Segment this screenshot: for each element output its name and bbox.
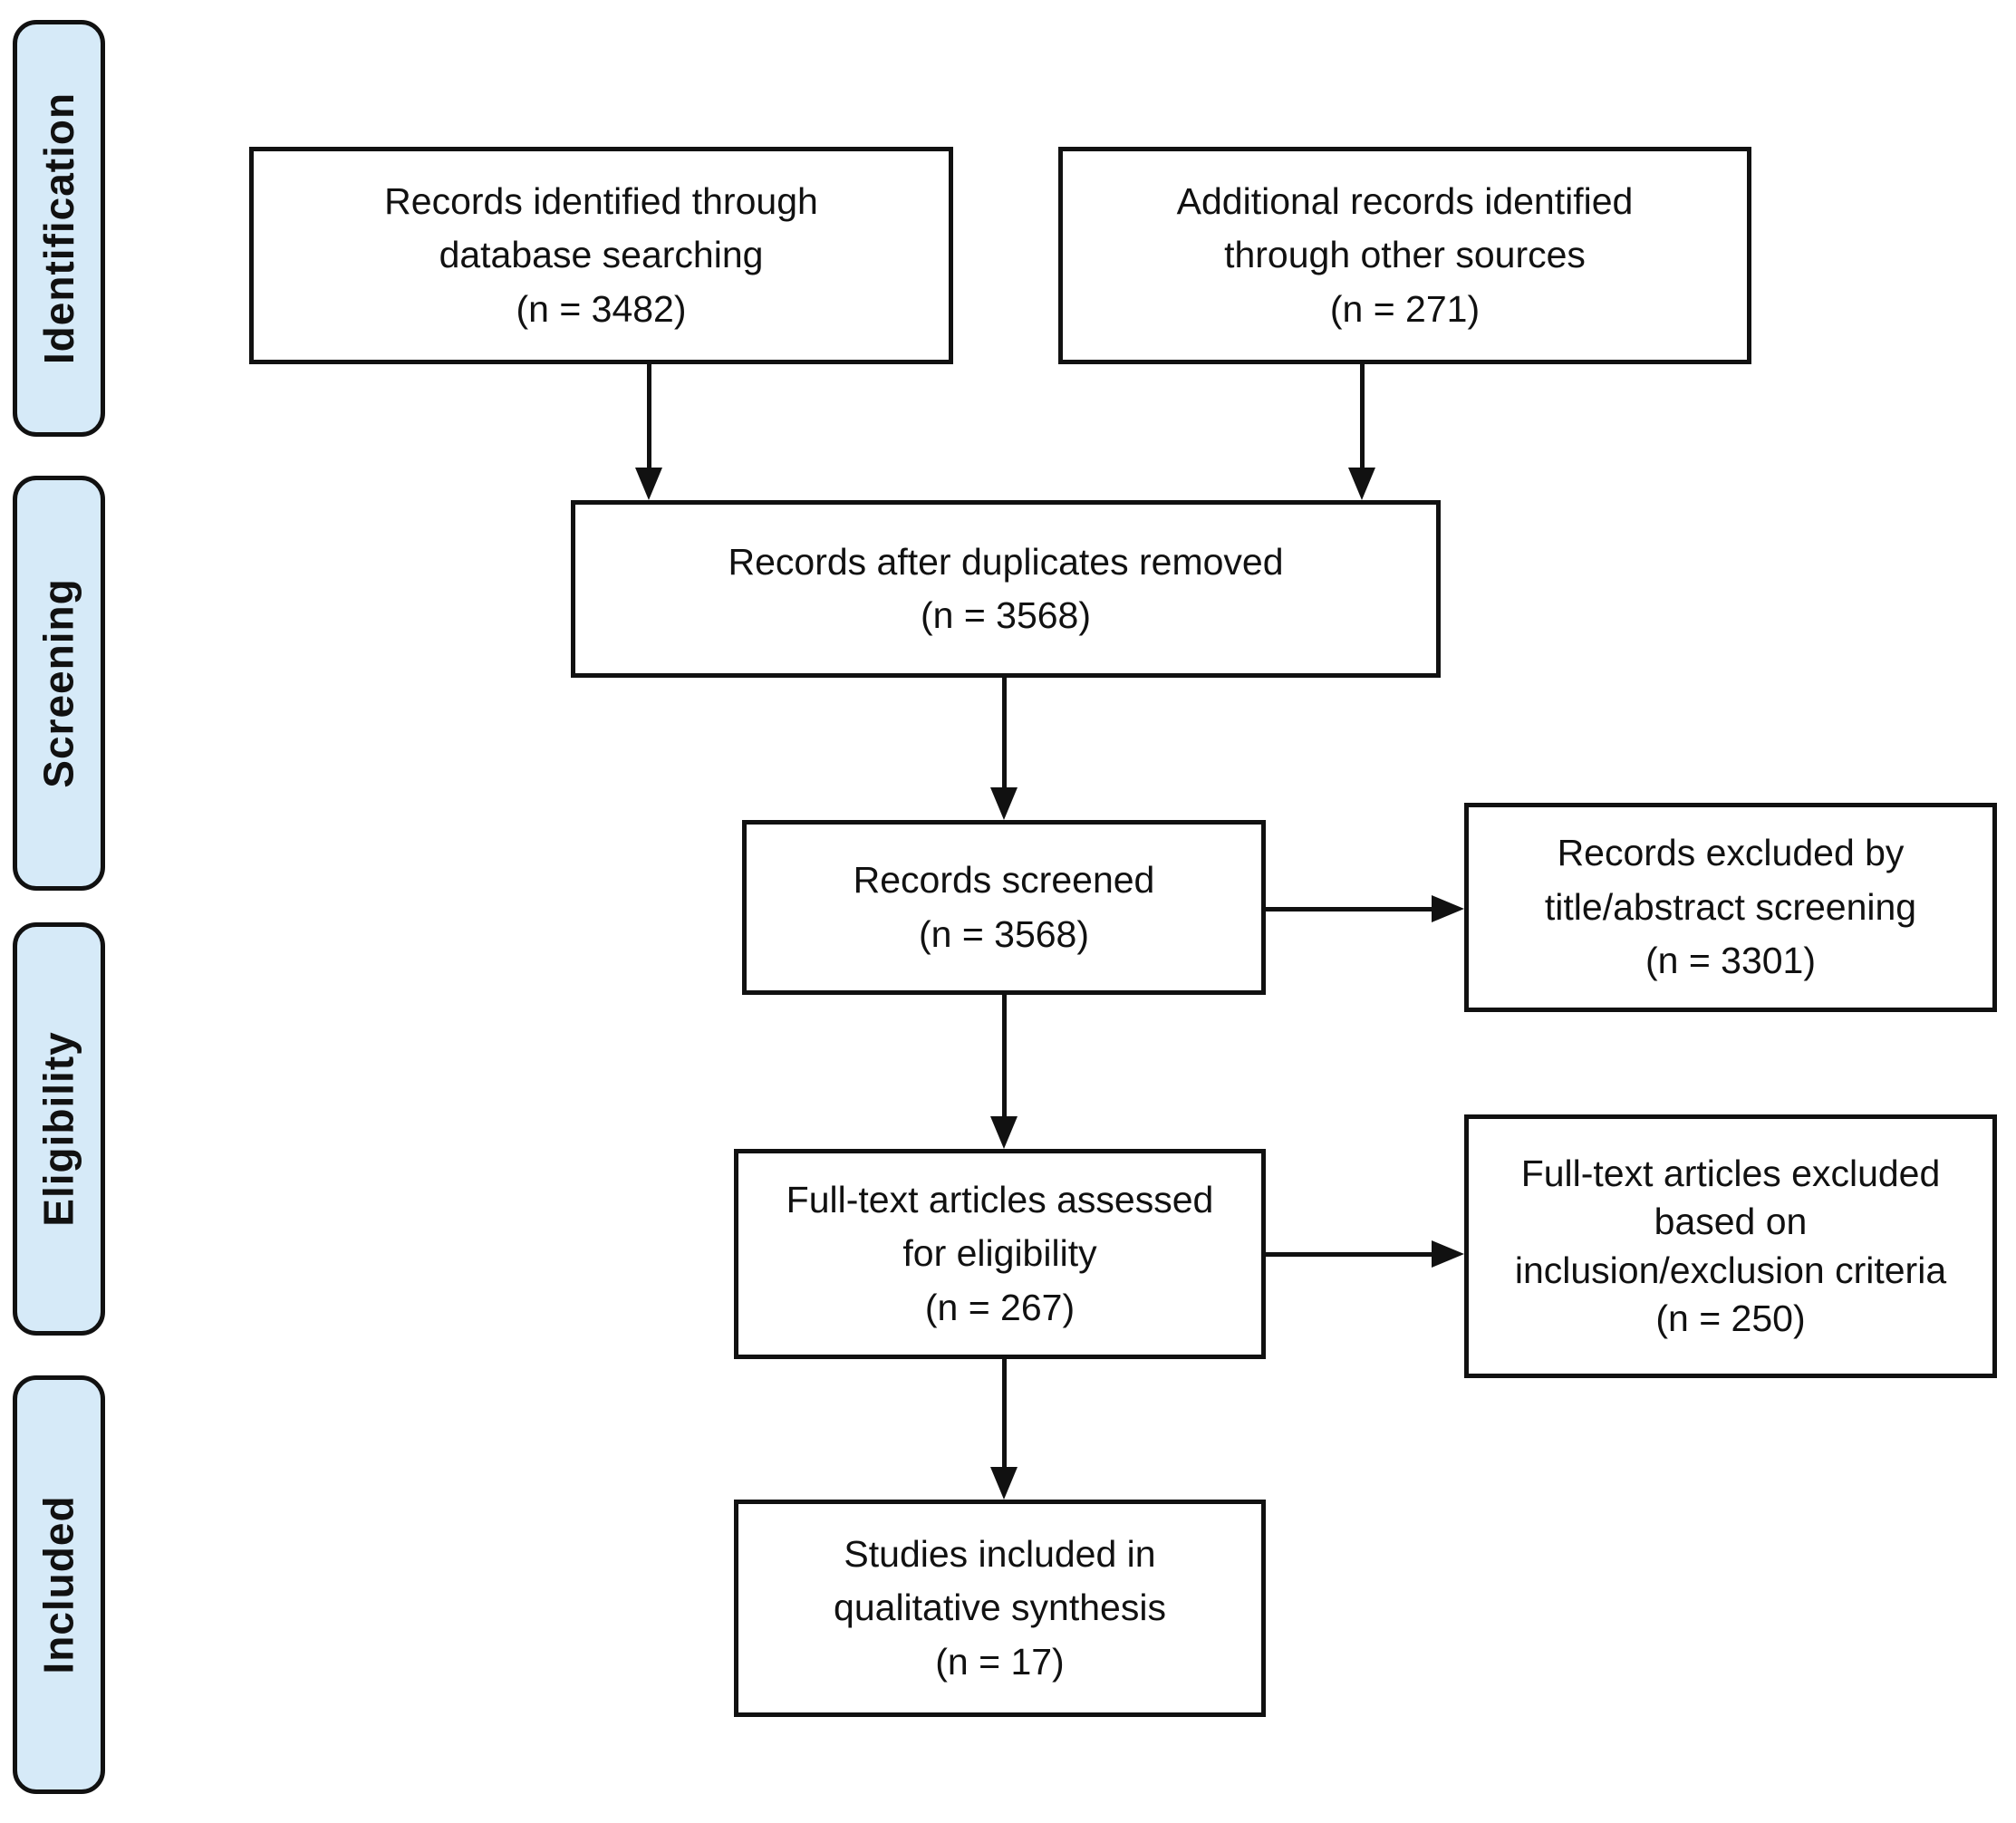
box-line: inclusion/exclusion criteria (1514, 1249, 1947, 1291)
arrow-head-icon (1432, 1240, 1464, 1268)
arrow-shaft (1359, 364, 1365, 468)
box-line: qualitative synthesis (834, 1587, 1166, 1629)
phase-label-identification: Identification (13, 20, 105, 437)
box-studies-included: Studies included in qualitative synthesi… (734, 1500, 1266, 1717)
arrow-shaft (1001, 678, 1007, 787)
arrow-shaft (646, 364, 651, 468)
arrow-head-icon (990, 1467, 1018, 1500)
box-count: (n = 3301) (1645, 940, 1817, 982)
box-line: Records after duplicates removed (728, 540, 1284, 583)
box-count: (n = 17) (935, 1640, 1065, 1683)
box-line: through other sources (1224, 234, 1586, 276)
phase-label-text: Identification (35, 92, 83, 365)
box-line: Full-text articles assessed (786, 1178, 1214, 1220)
box-records-screened: Records screened (n = 3568) (742, 820, 1266, 995)
box-records-excluded: Records excluded by title/abstract scree… (1464, 803, 1997, 1012)
arrow-db-search-to-duplicates (635, 364, 662, 500)
box-count: (n = 250) (1655, 1297, 1806, 1339)
arrow-shaft (1266, 1251, 1432, 1257)
arrow-fulltext-to-excluded (1266, 1240, 1464, 1268)
arrow-screened-to-excluded (1266, 895, 1464, 922)
arrow-head-icon (1432, 895, 1464, 922)
arrow-screened-to-fulltext (990, 995, 1018, 1149)
arrow-head-icon (635, 468, 662, 500)
arrow-head-icon (990, 1116, 1018, 1149)
box-line: Records identified through (384, 179, 818, 222)
box-records-identified: Records identified through database sear… (249, 147, 953, 364)
box-after-duplicates: Records after duplicates removed (n = 35… (571, 500, 1441, 678)
box-line: Additional records identified (1176, 179, 1634, 222)
phase-label-included: Included (13, 1375, 105, 1794)
box-count: (n = 271) (1329, 287, 1481, 330)
box-line: based on (1654, 1201, 1808, 1243)
arrow-shaft (1001, 1357, 1007, 1467)
box-line: Studies included in (844, 1532, 1156, 1575)
arrow-head-icon (990, 787, 1018, 820)
box-fulltext-excluded: Full-text articles excluded based on inc… (1464, 1114, 1997, 1378)
box-line: database searching (439, 234, 764, 276)
box-additional-records: Additional records identified through ot… (1058, 147, 1751, 364)
arrow-fulltext-to-included (990, 1357, 1018, 1500)
phase-label-eligibility: Eligibility (13, 922, 105, 1336)
box-line: Records excluded by (1557, 832, 1905, 874)
box-count: (n = 267) (924, 1286, 1076, 1328)
phase-label-text: Included (35, 1495, 82, 1674)
arrow-duplicates-to-screened (990, 678, 1018, 820)
arrow-other-sources-to-duplicates (1348, 364, 1375, 500)
box-line: for eligibility (902, 1232, 1097, 1275)
arrow-shaft (1266, 906, 1432, 912)
box-line: Full-text articles excluded (1520, 1152, 1941, 1194)
phase-label-text: Eligibility (35, 1031, 82, 1227)
box-count: (n = 3568) (918, 912, 1090, 955)
box-fulltext-assessed: Full-text articles assessed for eligibil… (734, 1149, 1266, 1359)
arrow-head-icon (1348, 468, 1375, 500)
box-line: title/abstract screening (1544, 885, 1917, 928)
phase-label-screening: Screening (13, 476, 105, 891)
box-count: (n = 3568) (920, 594, 1092, 636)
box-line: Records screened (853, 859, 1155, 902)
arrow-shaft (1001, 995, 1007, 1116)
box-count: (n = 3482) (516, 287, 687, 330)
phase-label-text: Screening (35, 578, 83, 788)
